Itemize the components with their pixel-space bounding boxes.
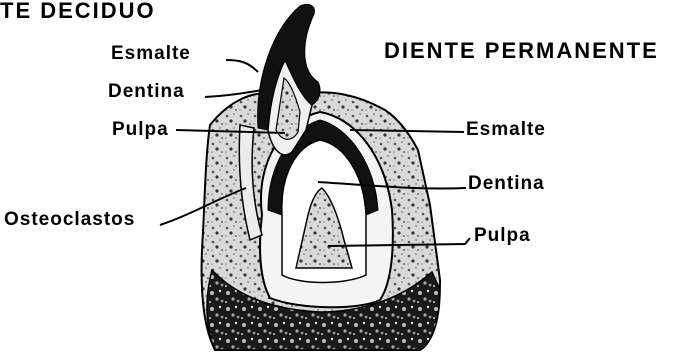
label-esmalte-right: Esmalte: [466, 120, 546, 139]
label-esmalte-left: Esmalte: [111, 44, 191, 63]
label-dentina-right: Dentina: [468, 174, 545, 193]
label-pulpa-right: Pulpa: [474, 226, 531, 245]
heading-right: DIENTE PERMANENTE: [384, 40, 659, 62]
label-osteoclastos: Osteoclastos: [4, 210, 135, 229]
label-dentina-left: Dentina: [108, 82, 185, 101]
heading-left: TE DECIDUO: [0, 0, 156, 22]
label-pulpa-left: Pulpa: [112, 120, 169, 139]
